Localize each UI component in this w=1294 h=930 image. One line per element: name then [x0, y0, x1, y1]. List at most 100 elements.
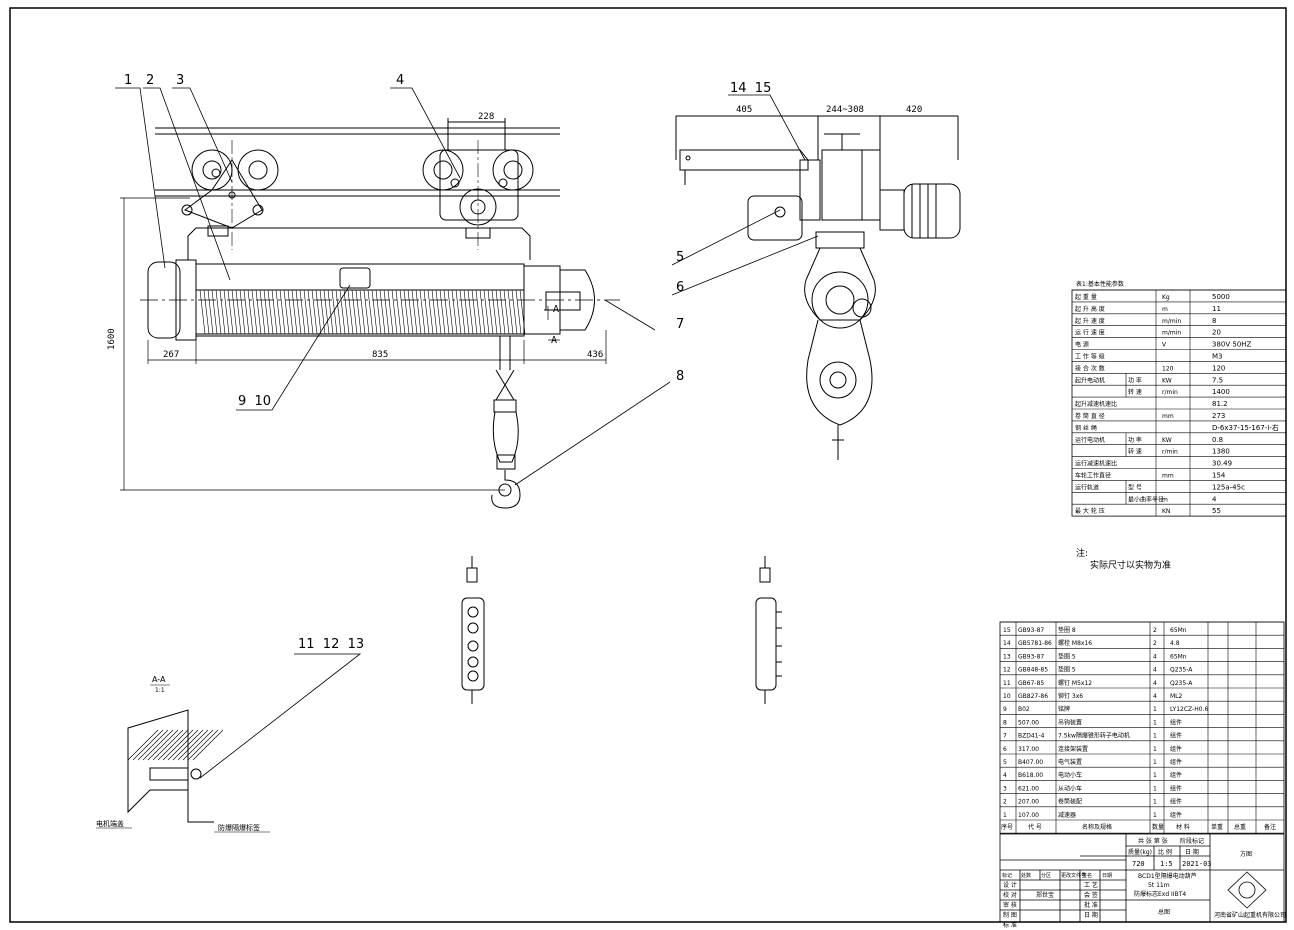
bom-code: 621.00 [1018, 785, 1039, 792]
bom-name: 铭牌 [1058, 705, 1070, 713]
bom-index: 7 [1003, 733, 1007, 740]
bom-name: 螺栓 M8x16 [1058, 639, 1092, 647]
spec-value: 55 [1212, 507, 1221, 515]
bom-header-cell: 数量 [1152, 823, 1164, 831]
spec-sub-label: 功 率 [1128, 436, 1142, 444]
title-block [999, 833, 1285, 923]
section-a-a [127, 709, 214, 823]
spec-note-title: 注: [1076, 547, 1088, 559]
tb-role: 日期 [1102, 873, 1112, 879]
spec-sub-label: 转 速 [1128, 448, 1142, 456]
tb-product-2: 5t 11m [1148, 882, 1170, 889]
spec-label: 电 源 [1075, 341, 1089, 349]
spec-value: 0.8 [1212, 436, 1223, 444]
bom-material: 组件 [1170, 732, 1182, 740]
leader-6: 6 [676, 280, 684, 295]
tb-signer: 设 计 [1003, 881, 1017, 889]
tb-role: 签名 [1082, 872, 1092, 879]
bom-material: 组件 [1170, 798, 1182, 806]
bom-index: 1 [1003, 812, 1007, 819]
bom-name: 7.5kw隔爆锥形转子电动机 [1058, 732, 1130, 740]
bom-index: 12 [1003, 667, 1011, 674]
leader-1: 1 [124, 73, 132, 88]
bom-index: 6 [1003, 746, 1007, 753]
leader-2: 2 [146, 73, 154, 88]
bom-material: 组件 [1170, 718, 1182, 726]
tb-product-3: 防爆标志Exd IIBT4 [1134, 890, 1186, 898]
spec-value: 380V 50HZ [1212, 341, 1252, 349]
tb-role: 更改文件号 [1061, 872, 1086, 879]
bom-code: 317.00 [1018, 746, 1039, 753]
bom-qty: 1 [1153, 706, 1157, 713]
bom-qty: 4 [1153, 693, 1157, 700]
bom-name: 减速器 [1058, 811, 1076, 819]
bom-code: B618.00 [1018, 772, 1043, 779]
leader-4: 4 [396, 73, 404, 88]
bom-code: B407.00 [1018, 759, 1043, 766]
leader-8: 8 [676, 369, 684, 384]
bom-name: 铆钉 3x6 [1058, 692, 1083, 700]
bom-material: Q235-A [1170, 680, 1193, 687]
spec-unit: m/min [1162, 318, 1181, 325]
spec-unit: 120 [1162, 365, 1174, 372]
spec-sub-label: 最小曲率半径 [1128, 495, 1164, 503]
bom-code: GB848-85 [1018, 667, 1048, 674]
bom-material: LY12CZ-H0.6 [1170, 706, 1208, 713]
bom-code: BZD41-4 [1018, 733, 1045, 740]
bom-qty: 2 [1153, 627, 1157, 634]
bom-header-cell: 单重 [1211, 823, 1223, 831]
front-view [140, 118, 620, 509]
spec-label: 起升减速机速比 [1075, 400, 1117, 408]
spec-label: 运行减速机速比 [1075, 460, 1117, 468]
spec-unit: mm [1162, 473, 1174, 480]
spec-value: 20 [1212, 329, 1221, 337]
leader-lines [115, 87, 819, 779]
bom-name: 连接架装置 [1058, 745, 1088, 753]
bom-name: 螺钉 M5x12 [1058, 679, 1092, 687]
spec-label: 最 大 轮 压 [1075, 507, 1105, 515]
tb-scale: 1:5 [1160, 860, 1173, 868]
spec-label: 运 行 速 度 [1075, 329, 1105, 337]
bom-material: 65Mn [1170, 627, 1187, 634]
bom-index: 5 [1003, 759, 1007, 766]
bom-qty: 2 [1153, 640, 1157, 647]
spec-label: 起 升 高 度 [1075, 305, 1105, 313]
bom-qty: 1 [1153, 733, 1157, 740]
dim-244-308: 244~308 [826, 105, 864, 115]
tb-signer: 审 核 [1003, 901, 1017, 909]
dim-835: 835 [372, 350, 388, 360]
tb-process: 工 艺 [1084, 881, 1098, 889]
spec-value: 81.2 [1212, 400, 1228, 408]
spec-unit: m [1162, 306, 1168, 313]
bom-index: 4 [1003, 772, 1007, 779]
dim-420: 420 [906, 105, 922, 115]
bom-index: 2 [1003, 799, 1007, 806]
spec-label: 运行电动机 [1075, 436, 1105, 444]
spec-value: 8 [1212, 317, 1216, 325]
bom-qty: 1 [1153, 812, 1157, 819]
bom-header-cell: 代 号 [1028, 823, 1042, 831]
bom-material: 65Mn [1170, 653, 1187, 660]
bom-index: 13 [1003, 653, 1011, 660]
tb-product-1: BCD1型隔爆电动葫芦 [1138, 872, 1197, 880]
bom-header-cell: 总重 [1234, 823, 1246, 831]
bom-code: GB93-87 [1018, 627, 1044, 634]
tb-weight-label: 质量(kg) [1128, 848, 1152, 856]
tb-logo-text: 方图 [1240, 850, 1252, 858]
bom-qty: 1 [1153, 759, 1157, 766]
dim-228: 228 [478, 112, 494, 122]
spec-value: D-6x37-15-167-I-右 [1212, 423, 1279, 432]
spec-value: 30.49 [1212, 460, 1232, 468]
spec-value: 1400 [1212, 388, 1230, 396]
bom-code: GB827-86 [1018, 693, 1048, 700]
dim-436: 436 [587, 350, 603, 360]
tb-process: 会 签 [1084, 891, 1098, 899]
spec-unit: Kg [1162, 294, 1170, 301]
spec-label: 起 升 速 度 [1075, 317, 1105, 325]
bom-name: 从动小车 [1058, 784, 1082, 792]
tb-date: 2021-03 [1182, 860, 1212, 868]
drum-rope-windings [199, 289, 526, 335]
spec-unit: r/min [1162, 389, 1178, 396]
spec-unit: V [1162, 342, 1167, 349]
bom-qty: 1 [1153, 719, 1157, 726]
